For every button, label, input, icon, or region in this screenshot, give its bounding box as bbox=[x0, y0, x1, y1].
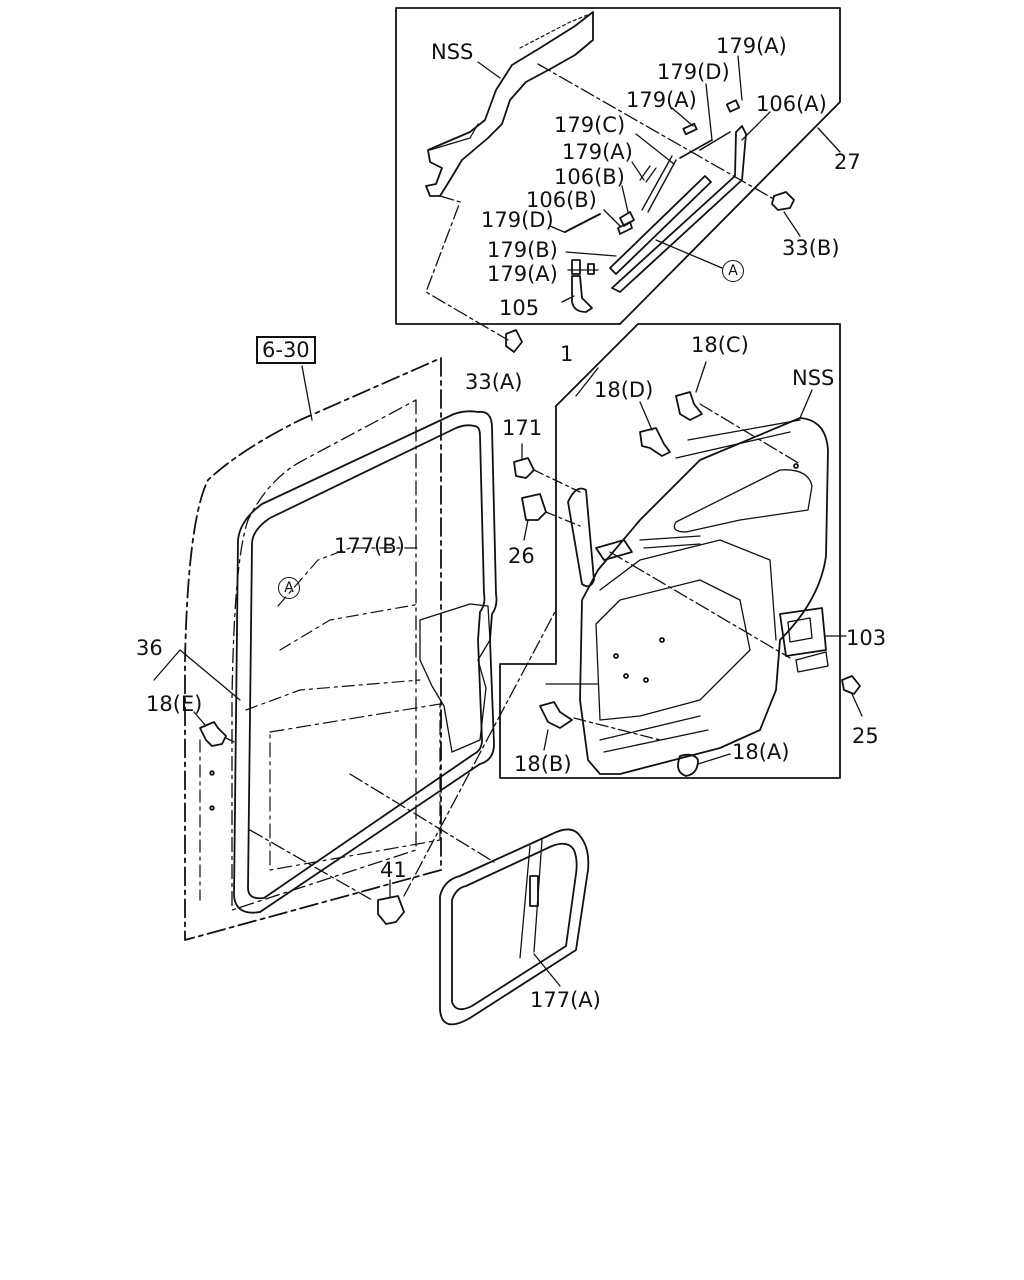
label-179c: 179(C) bbox=[554, 113, 626, 137]
bezel-103 bbox=[779, 607, 827, 657]
part-105 bbox=[571, 275, 593, 313]
label-6-30: 6-30 bbox=[256, 336, 316, 364]
label-177a: 177(A) bbox=[530, 988, 601, 1012]
label-179d-1: 179(D) bbox=[657, 60, 730, 84]
label-18d: 18(D) bbox=[594, 378, 654, 402]
clip-33b bbox=[771, 191, 795, 211]
inset-frame-upper bbox=[395, 7, 841, 325]
label-103: 103 bbox=[846, 626, 887, 650]
label-179a-3: 179(A) bbox=[562, 140, 633, 164]
label-179b: 179(B) bbox=[487, 238, 558, 262]
label-18b: 18(B) bbox=[514, 752, 572, 776]
label-106a: 106(A) bbox=[756, 92, 827, 116]
bracket-18d bbox=[639, 427, 671, 457]
label-106b-2: 106(B) bbox=[526, 188, 597, 212]
handle-bar bbox=[567, 487, 595, 588]
label-27: 27 bbox=[834, 150, 861, 174]
label-179a-4: 179(A) bbox=[487, 262, 558, 286]
screw-25 bbox=[841, 675, 861, 695]
pin-18c bbox=[675, 391, 703, 421]
label-26: 26 bbox=[508, 544, 535, 568]
label-nss-right: NSS bbox=[792, 366, 835, 390]
label-179d-2: 179(D) bbox=[481, 208, 554, 232]
label-106b-1: 106(B) bbox=[554, 165, 625, 189]
label-177b: 177(B) bbox=[334, 534, 405, 558]
label-179a-2: 179(A) bbox=[626, 88, 697, 112]
label-171: 171 bbox=[502, 416, 543, 440]
strip-106a bbox=[611, 125, 747, 293]
label-41: 41 bbox=[380, 858, 407, 882]
plug-18a bbox=[677, 753, 699, 777]
clip-171 bbox=[513, 457, 535, 479]
label-18c: 18(C) bbox=[691, 333, 749, 357]
clip-41 bbox=[377, 895, 405, 925]
label-1: 1 bbox=[560, 342, 574, 366]
label-25: 25 bbox=[852, 724, 879, 748]
label-18e: 18(E) bbox=[146, 692, 203, 716]
screw-18e bbox=[199, 721, 227, 747]
nss-channel-upper bbox=[425, 11, 594, 197]
label-36: 36 bbox=[136, 636, 163, 660]
inset-frame-lower bbox=[499, 323, 841, 779]
label-33a: 33(A) bbox=[465, 370, 523, 394]
label-33b: 33(B) bbox=[782, 236, 840, 260]
label-nss-upper: NSS bbox=[431, 40, 474, 64]
ref-a-lower: A bbox=[278, 577, 300, 599]
clip-33a bbox=[505, 329, 523, 353]
ref-a-upper: A bbox=[722, 260, 744, 282]
label-18a: 18(A) bbox=[732, 740, 790, 764]
strip-179b bbox=[609, 175, 712, 275]
trim-panel-1 bbox=[579, 417, 829, 775]
clip-26 bbox=[521, 493, 547, 521]
weatherstrip-177b bbox=[233, 410, 498, 914]
label-179a-1: 179(A) bbox=[716, 34, 787, 58]
door-body-6-30 bbox=[184, 357, 442, 941]
label-105: 105 bbox=[499, 296, 540, 320]
pin-18b bbox=[539, 701, 573, 729]
glass-177a bbox=[439, 828, 590, 1026]
